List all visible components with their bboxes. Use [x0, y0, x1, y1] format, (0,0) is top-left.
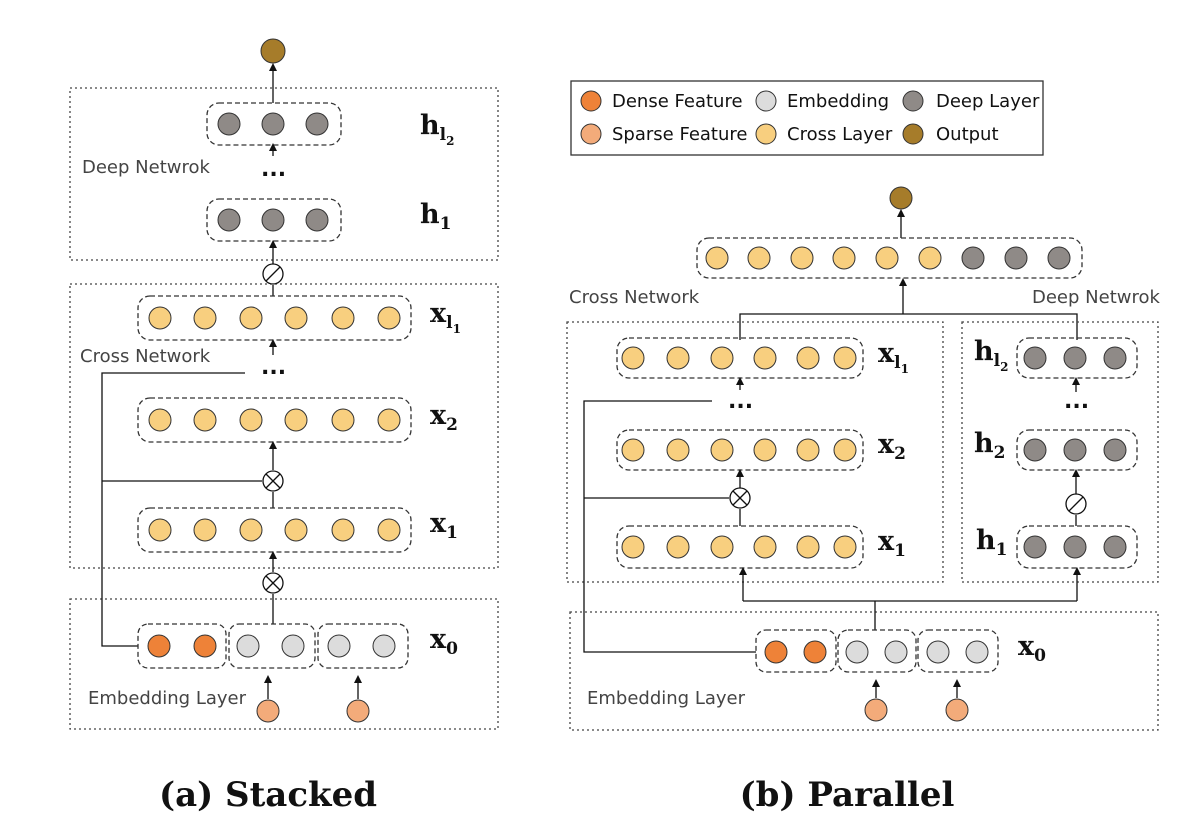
parallel-x-l1-label: xl1 [878, 338, 909, 376]
stacked-x-1-layer [137, 507, 412, 553]
stacked-h-1-layer [206, 198, 342, 242]
stacked-cross-product-icon-lower [262, 572, 284, 594]
stacked-activation-icon [262, 263, 284, 285]
legend-dense-feature-swatch [580, 90, 602, 112]
stacked-embedding-layer-label: Embedding Layer [88, 688, 247, 709]
legend-dense-feature-label: Dense Feature [612, 91, 743, 112]
legend-embedding-label: Embedding [787, 91, 889, 112]
stacked-cross-ellipsis: ... [261, 355, 286, 380]
parallel-deep-network-label: Deep Netwrok [1032, 287, 1160, 308]
stacked-embedding-layer-region [69, 598, 499, 730]
parallel-x-1-label: x1 [878, 526, 906, 561]
parallel-cross-network-label: Cross Network [569, 287, 700, 308]
parallel-panel: Cross Network Deep Netwrok xl1 ... [566, 186, 1160, 815]
legend-cross-layer-swatch [755, 123, 777, 145]
legend-output-label: Output [936, 124, 999, 145]
legend-cross-layer-label: Cross Layer [787, 124, 893, 145]
stacked-x-1-label: x1 [430, 508, 458, 543]
parallel-h-1-layer [1016, 525, 1138, 569]
parallel-cross-network-region [566, 321, 944, 583]
parallel-x-1-layer [616, 525, 864, 569]
parallel-cross-ellipsis: ... [728, 389, 753, 414]
parallel-concat-layer [696, 237, 1083, 279]
legend-sparse-feature-label: Sparse Feature [612, 124, 747, 145]
parallel-activation-icon [1065, 493, 1087, 515]
stacked-sparse-input-2 [346, 699, 370, 723]
parallel-output-node [889, 186, 913, 210]
stacked-x-0-label: x0 [430, 624, 458, 659]
stacked-panel: Deep Netwrok Cross Network Embedding Lay… [69, 38, 499, 815]
legend-embedding-swatch [755, 90, 777, 112]
stacked-cross-network-label: Cross Network [80, 346, 211, 367]
stacked-h-l2-label: hl2 [420, 110, 454, 148]
stacked-output-node [260, 38, 286, 64]
parallel-sparse-input-2 [945, 698, 969, 722]
parallel-cross-product-icon [729, 487, 751, 509]
legend-sparse-feature-swatch [580, 123, 602, 145]
parallel-x-2-label: x2 [878, 429, 906, 464]
parallel-x-0-label: x0 [1018, 631, 1046, 666]
parallel-h-2-layer [1016, 429, 1138, 471]
stacked-caption: (a) Stacked [159, 775, 377, 815]
parallel-embedding-layer-label: Embedding Layer [587, 688, 746, 709]
stacked-cross-network-region [69, 283, 499, 569]
parallel-x-2-layer [616, 429, 864, 471]
parallel-h-l2-label: hl2 [974, 336, 1008, 374]
parallel-sparse-input-1 [864, 698, 888, 722]
stacked-h-1-label: h1 [420, 199, 451, 234]
parallel-caption: (b) Parallel [740, 775, 955, 815]
legend-deep-layer-label: Deep Layer [936, 91, 1040, 112]
legend-deep-layer-swatch [902, 90, 924, 112]
stacked-x-l1-layer [137, 295, 412, 341]
parallel-h-2-label: h2 [974, 428, 1005, 463]
parallel-x-0-layer [755, 629, 999, 673]
stacked-sparse-input-1 [256, 699, 280, 723]
stacked-x-l1-label: xl1 [430, 298, 461, 336]
parallel-h-1-label: h1 [976, 525, 1007, 560]
legend: Dense Feature Sparse Feature Embedding C… [570, 80, 1044, 156]
stacked-deep-network-label: Deep Netwrok [82, 157, 210, 178]
parallel-deep-network-region [961, 321, 1159, 583]
stacked-x-0-layer [137, 623, 409, 669]
stacked-cross-product-icon-upper [262, 470, 284, 492]
parallel-x-l1-layer [616, 337, 864, 379]
parallel-deep-ellipsis: ... [1064, 389, 1089, 414]
stacked-x-2-label: x2 [430, 400, 458, 435]
parallel-embedding-layer-region [569, 611, 1159, 731]
stacked-x-2-layer [137, 397, 412, 443]
stacked-h-l2-layer [206, 102, 342, 146]
stacked-deep-ellipsis: ... [261, 157, 286, 182]
parallel-h-l2-layer [1016, 337, 1138, 379]
legend-output-swatch [902, 123, 924, 145]
